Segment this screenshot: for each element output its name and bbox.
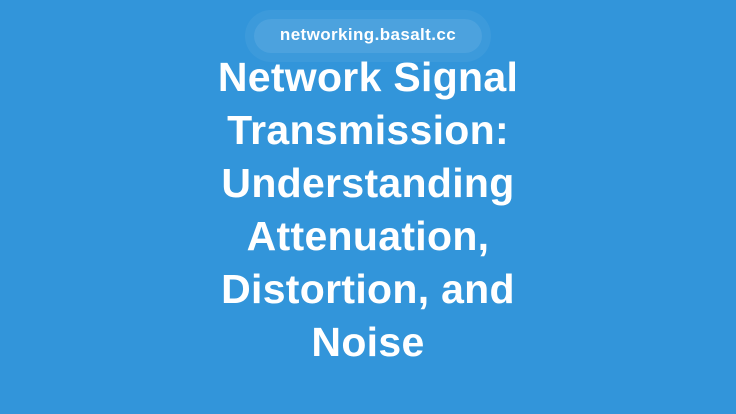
- site-badge-label: networking.basalt.cc: [279, 25, 457, 44]
- page-title: Network Signal Transmission: Understandi…: [217, 54, 519, 365]
- site-badge: networking.basalt.cc: [253, 19, 483, 53]
